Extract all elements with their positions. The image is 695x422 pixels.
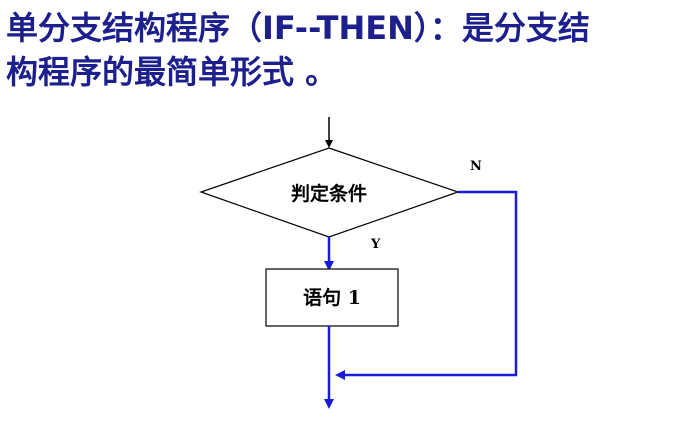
heading-line-2: 构程序的最简单形式 。 — [6, 53, 338, 91]
statement-box — [265, 268, 399, 327]
slide-heading: 单分支结构程序（IF--THEN）：是分支结 构程序的最简单形式 。 — [6, 6, 694, 94]
condition-label: 判定条件 — [291, 182, 367, 205]
yes-label: Y — [370, 237, 381, 252]
no-label: N — [470, 159, 482, 174]
statement-label: 语句 1 — [303, 286, 361, 309]
no-branch-path — [335, 190, 518, 380]
heading-line-1: 单分支结构程序（IF--THEN）：是分支结 — [6, 9, 590, 47]
